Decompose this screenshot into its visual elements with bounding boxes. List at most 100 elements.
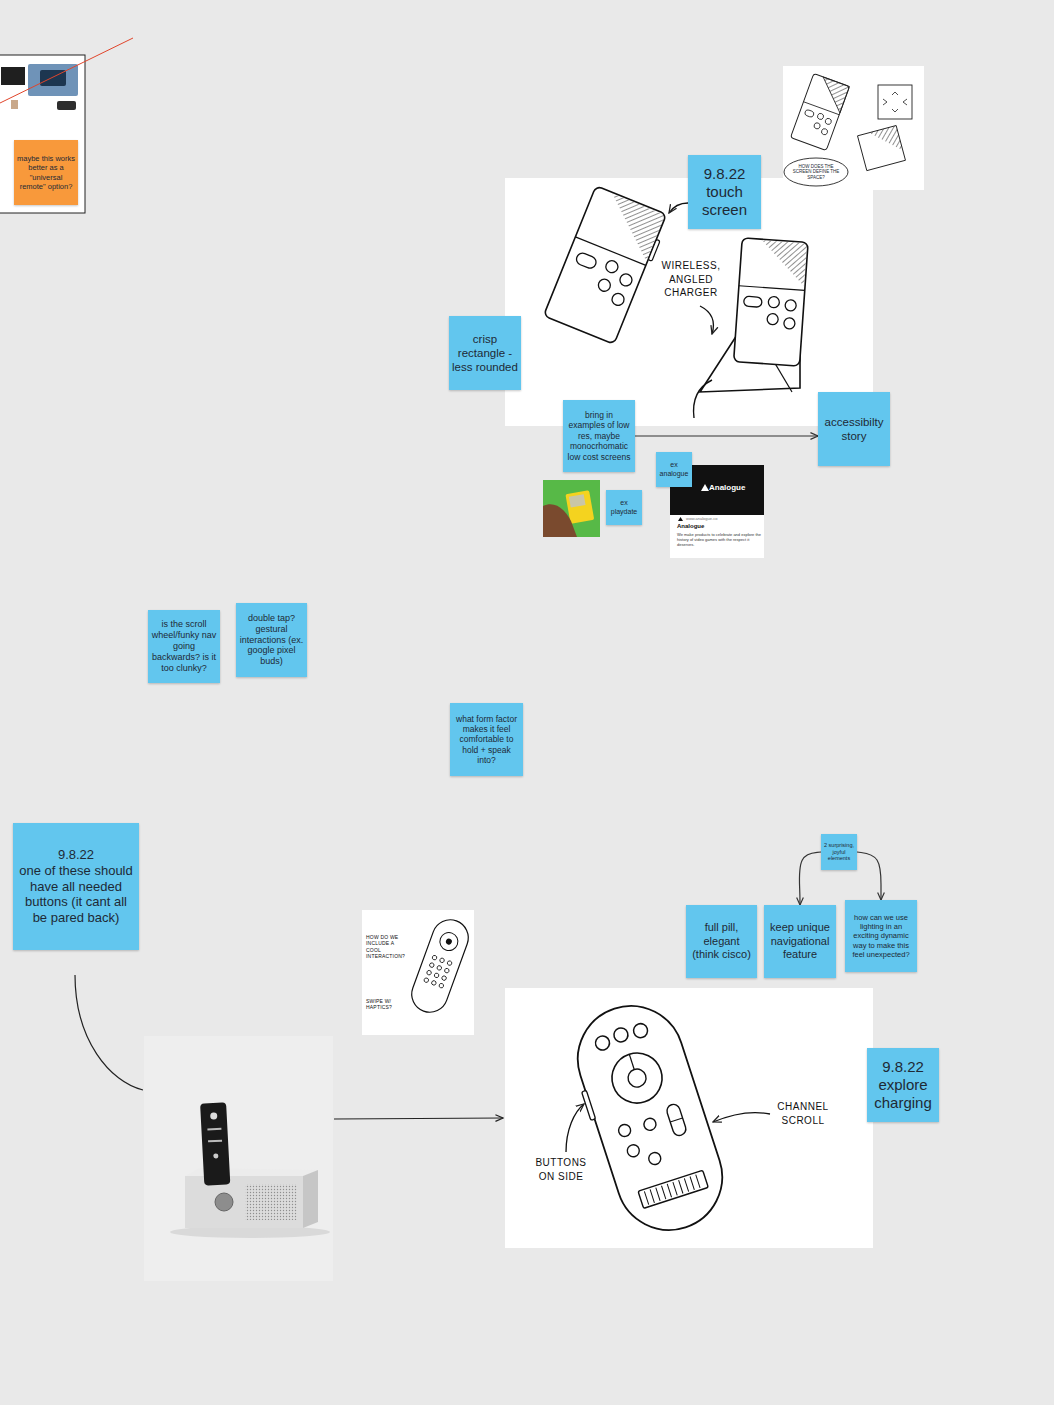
sketch-interaction <box>362 910 474 1035</box>
photo-thumb <box>11 100 18 109</box>
note-text: full pill, elegant (think cisco) <box>689 921 754 961</box>
sketch-interaction <box>436 965 442 971</box>
remote-sketch <box>817 113 825 121</box>
note-text: crisp rectangle - less rounded <box>452 332 518 374</box>
screen-sketch <box>869 126 903 158</box>
remote-sketch <box>610 292 626 308</box>
remote-sketch <box>575 251 598 270</box>
connector-arrow <box>799 852 821 905</box>
sketch-pill-remote <box>647 1151 662 1166</box>
sketch-pill-remote <box>617 1123 632 1138</box>
sketch-pill-remote <box>560 992 736 1245</box>
remote-sketch <box>648 239 660 261</box>
remote-sketch <box>734 238 808 366</box>
sketch-annotation: HOW DO WE INCLUDE A COOL INTERACTION? <box>366 934 410 959</box>
remote-sketch <box>804 102 840 115</box>
remote-sketch <box>759 240 807 286</box>
sketch-annotation: WIRELESS, ANGLED CHARGER <box>656 259 726 300</box>
sketch-interaction <box>439 958 445 964</box>
remote-sketch <box>734 238 808 366</box>
remote-sketch <box>821 128 829 136</box>
note-text: bring in examples of low res, maybe mono… <box>566 410 632 462</box>
note-text: ex analogue <box>658 461 690 478</box>
connector-arrow <box>857 852 881 900</box>
sticky-note: ex analogue <box>656 452 692 487</box>
note-text: 9.8.22 <box>882 1058 924 1076</box>
dock-photo <box>200 1102 230 1185</box>
brand-description: We make products to celebrate and explor… <box>677 532 761 547</box>
remote-sketch <box>768 296 780 308</box>
note-text: what form factor makes it feel comfortab… <box>453 714 520 766</box>
remote-sketch <box>813 122 821 130</box>
remote-sketch <box>739 286 805 291</box>
screen-sketch <box>878 85 912 119</box>
strike-line <box>0 38 133 103</box>
sketch-pill-remote <box>564 992 736 1243</box>
dock-photo <box>210 1112 217 1119</box>
sketch-pill-remote <box>626 1143 641 1158</box>
dock-photo <box>245 1184 297 1220</box>
sketch-interaction <box>441 975 447 981</box>
note-text: 9.8.22 <box>704 165 746 183</box>
sketch-interaction <box>434 973 440 979</box>
card-frame <box>0 55 85 213</box>
dock-photo <box>213 1153 218 1158</box>
sketch-pill-remote <box>626 1067 649 1090</box>
sticky-note: is the scroll wheel/funky nav going back… <box>148 610 220 683</box>
note-text: 9.8.22 <box>58 847 94 863</box>
note-text: HOW DOES THE SCREEN DEFINE THE SPACE? <box>791 164 841 180</box>
screen-sketch <box>878 85 912 119</box>
note-text: maybe this works better as a "universal … <box>17 154 75 191</box>
sketch-interaction <box>362 910 474 1035</box>
note-text: touch screen <box>691 183 758 220</box>
sketch-annotation: CHANNEL SCROLL <box>763 1100 843 1127</box>
sticky-note: double tap? gestural interactions (ex. g… <box>236 603 307 677</box>
note-text: keep unique navigational feature <box>767 921 833 961</box>
sketch-interaction <box>437 930 460 953</box>
leader-line <box>713 1112 770 1122</box>
sketch-interaction <box>445 938 453 946</box>
playdate-photo <box>569 494 586 507</box>
bubble-outline <box>784 158 848 186</box>
sketch-interaction <box>432 955 438 961</box>
brand-logo-text: Analogue <box>709 483 745 493</box>
sketch-paper <box>783 66 924 190</box>
leader-line <box>334 1118 503 1119</box>
sketch-pill-remote <box>642 1117 657 1132</box>
sticky-note: full pill, elegant (think cisco) <box>686 905 757 978</box>
charger-sketch <box>694 380 712 418</box>
analogue-card <box>701 484 709 491</box>
sketch-interaction <box>447 960 453 966</box>
playdate-photo <box>543 480 600 537</box>
note-text: 2 surprising, joyful elements <box>823 842 855 862</box>
remote-sketch <box>785 300 797 312</box>
connector-arrow <box>635 435 818 436</box>
sticky-note: 9.8.22explore charging <box>867 1048 939 1122</box>
remote-sketch <box>544 186 671 346</box>
sketch-interaction <box>407 915 474 1018</box>
remote-sketch <box>804 109 815 118</box>
remote-sketch <box>594 194 666 262</box>
leader-line <box>669 203 688 213</box>
sketch-interaction <box>429 962 435 968</box>
sketch-pill-remote <box>638 1170 708 1208</box>
note-text: accessibilty story <box>821 415 887 443</box>
sticky-note: ex playdate <box>606 490 642 525</box>
sketch-pill-remote <box>665 1103 687 1137</box>
sticky-note: 9.8.22touch screen <box>688 155 761 229</box>
brand-name: Analogue <box>677 523 704 531</box>
sticky-note: 2 surprising, joyful elements <box>821 834 857 870</box>
speech-bubble: HOW DOES THE SCREEN DEFINE THE SPACE? <box>783 157 849 187</box>
remote-sketch <box>618 272 634 288</box>
dock-photo <box>215 1193 233 1211</box>
note-text: one of these should have all needed butt… <box>18 863 134 926</box>
dock-photo <box>144 1036 333 1281</box>
sketch-interaction <box>407 915 474 1018</box>
dock-photo <box>208 1140 222 1143</box>
sticky-note: crisp rectangle - less rounded <box>449 316 521 390</box>
remote-sketch <box>791 74 850 151</box>
remote-sketch <box>767 313 779 325</box>
note-text: is the scroll wheel/funky nav going back… <box>151 619 217 674</box>
sketch-pill-remote <box>594 1034 612 1052</box>
